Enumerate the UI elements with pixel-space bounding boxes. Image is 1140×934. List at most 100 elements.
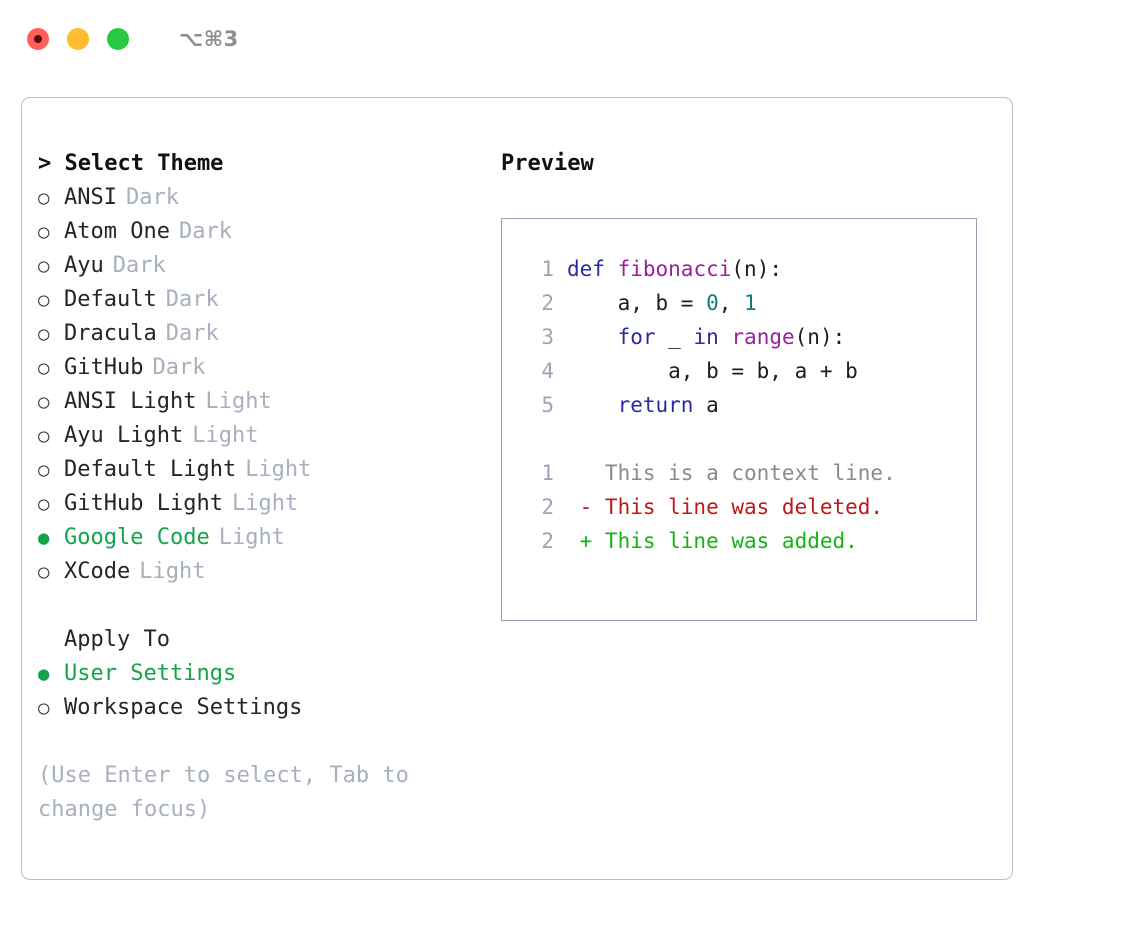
theme-item-variant: Light <box>139 559 206 584</box>
code-token: ( <box>794 325 808 349</box>
diff-line-text: - This line was deleted. <box>567 495 884 519</box>
code-token <box>605 257 618 281</box>
theme-item[interactable]: ● Google Code Light <box>38 521 498 555</box>
code-token: n <box>807 325 820 349</box>
code-token: a <box>693 393 719 417</box>
code-line-text: def fibonacci(n): <box>567 252 782 286</box>
theme-item-label: Atom One <box>64 219 170 244</box>
theme-item[interactable]: ○ Default Light Light <box>38 453 498 487</box>
radio-unselected-icon: ○ <box>38 697 50 719</box>
theme-item[interactable]: ○ Ayu Light Light <box>38 419 498 453</box>
radio-unselected-icon: ○ <box>38 425 50 447</box>
titlebar: ⌥⌘3 <box>0 0 1140 78</box>
diff-line: 2 + This line was added. <box>520 524 976 558</box>
minimize-button[interactable] <box>67 28 89 50</box>
code-line-text: a, b = b, a + b <box>567 354 858 388</box>
radio-selected-icon: ● <box>38 527 50 549</box>
code-line: 2 a, b = 0, 1 <box>520 286 976 320</box>
apply-to-option[interactable]: ● User Settings <box>38 657 498 691</box>
code-token: for <box>617 325 656 349</box>
code-line-text: a, b = 0, 1 <box>567 286 757 320</box>
code-token <box>567 325 618 349</box>
code-token: 1 <box>744 291 757 315</box>
line-number: 1 <box>541 461 554 485</box>
radio-unselected-icon: ○ <box>38 357 50 379</box>
line-number: 4 <box>541 359 554 383</box>
diff-line-text: + This line was added. <box>567 529 858 553</box>
radio-unselected-icon: ○ <box>38 187 50 209</box>
line-number: 2 <box>541 495 554 519</box>
keyboard-hint: (Use Enter to select, Tab to change focu… <box>38 763 409 822</box>
radio-unselected-icon: ○ <box>38 255 50 277</box>
code-token: ( <box>731 257 745 281</box>
radio-unselected-icon: ○ <box>38 391 50 413</box>
theme-item-variant: Light <box>192 423 259 448</box>
code-token: 0 <box>706 291 719 315</box>
apply-to-option[interactable]: ○ Workspace Settings <box>38 691 498 725</box>
code-line: 3 for _ in range(n): <box>520 320 976 354</box>
code-token <box>719 325 732 349</box>
apply-to-heading: Apply To <box>64 627 170 652</box>
theme-item-variant: Light <box>231 491 299 516</box>
theme-item-variant: Dark <box>125 185 179 210</box>
radio-unselected-icon: ○ <box>38 323 50 345</box>
diff-line: 1 This is a context line. <box>520 456 976 490</box>
theme-item-label: Ayu Light <box>64 423 184 448</box>
code-token: , <box>718 291 745 315</box>
diff-line: 2 - This line was deleted. <box>520 490 976 524</box>
theme-item-label: Default Light <box>64 457 237 482</box>
radio-selected-icon: ● <box>38 663 50 685</box>
code-token: a, b = <box>567 291 707 315</box>
window-controls <box>27 28 129 50</box>
theme-item-label: Default <box>64 287 157 312</box>
theme-item-label: GitHub Light <box>64 491 223 516</box>
code-line-text: for _ in range(n): <box>567 320 846 354</box>
theme-item-label: Ayu <box>64 253 104 278</box>
code-token: ): <box>756 257 782 281</box>
theme-item-variant: Light <box>245 457 312 482</box>
line-number: 2 <box>541 529 554 553</box>
code-token: n <box>744 257 757 281</box>
code-token: range <box>731 325 795 349</box>
apply-to-option-label: User Settings <box>64 661 237 686</box>
code-token: return <box>617 393 694 417</box>
maximize-button[interactable] <box>107 28 129 50</box>
code-token: a, b = b, a + b <box>567 359 858 383</box>
theme-item-variant: Light <box>218 525 285 550</box>
radio-unselected-icon: ○ <box>38 459 50 481</box>
preview-header: Preview <box>501 151 594 176</box>
theme-item-variant: Dark <box>178 219 232 244</box>
code-line: 5 return a <box>520 388 976 422</box>
code-token: def <box>567 257 605 281</box>
code-token: ): <box>819 325 846 349</box>
preview-gap <box>520 422 976 456</box>
line-number: 2 <box>541 291 554 315</box>
code-token: fibonacci <box>617 257 732 281</box>
line-number: 3 <box>541 325 554 349</box>
close-button[interactable] <box>27 28 49 50</box>
apply-to-option-label: Workspace Settings <box>64 695 303 720</box>
theme-item-label: Google Code <box>64 525 210 550</box>
theme-item-variant: Dark <box>165 287 219 312</box>
theme-item-variant: Dark <box>165 321 219 346</box>
theme-item-label: XCode <box>64 559 131 584</box>
apply-to-options: ● User Settings ○ Workspace Settings <box>38 657 498 725</box>
diff-sample: 1 This is a context line.2 - This line w… <box>520 456 976 558</box>
theme-item-label: GitHub <box>64 355 144 380</box>
code-token: in <box>693 325 719 349</box>
